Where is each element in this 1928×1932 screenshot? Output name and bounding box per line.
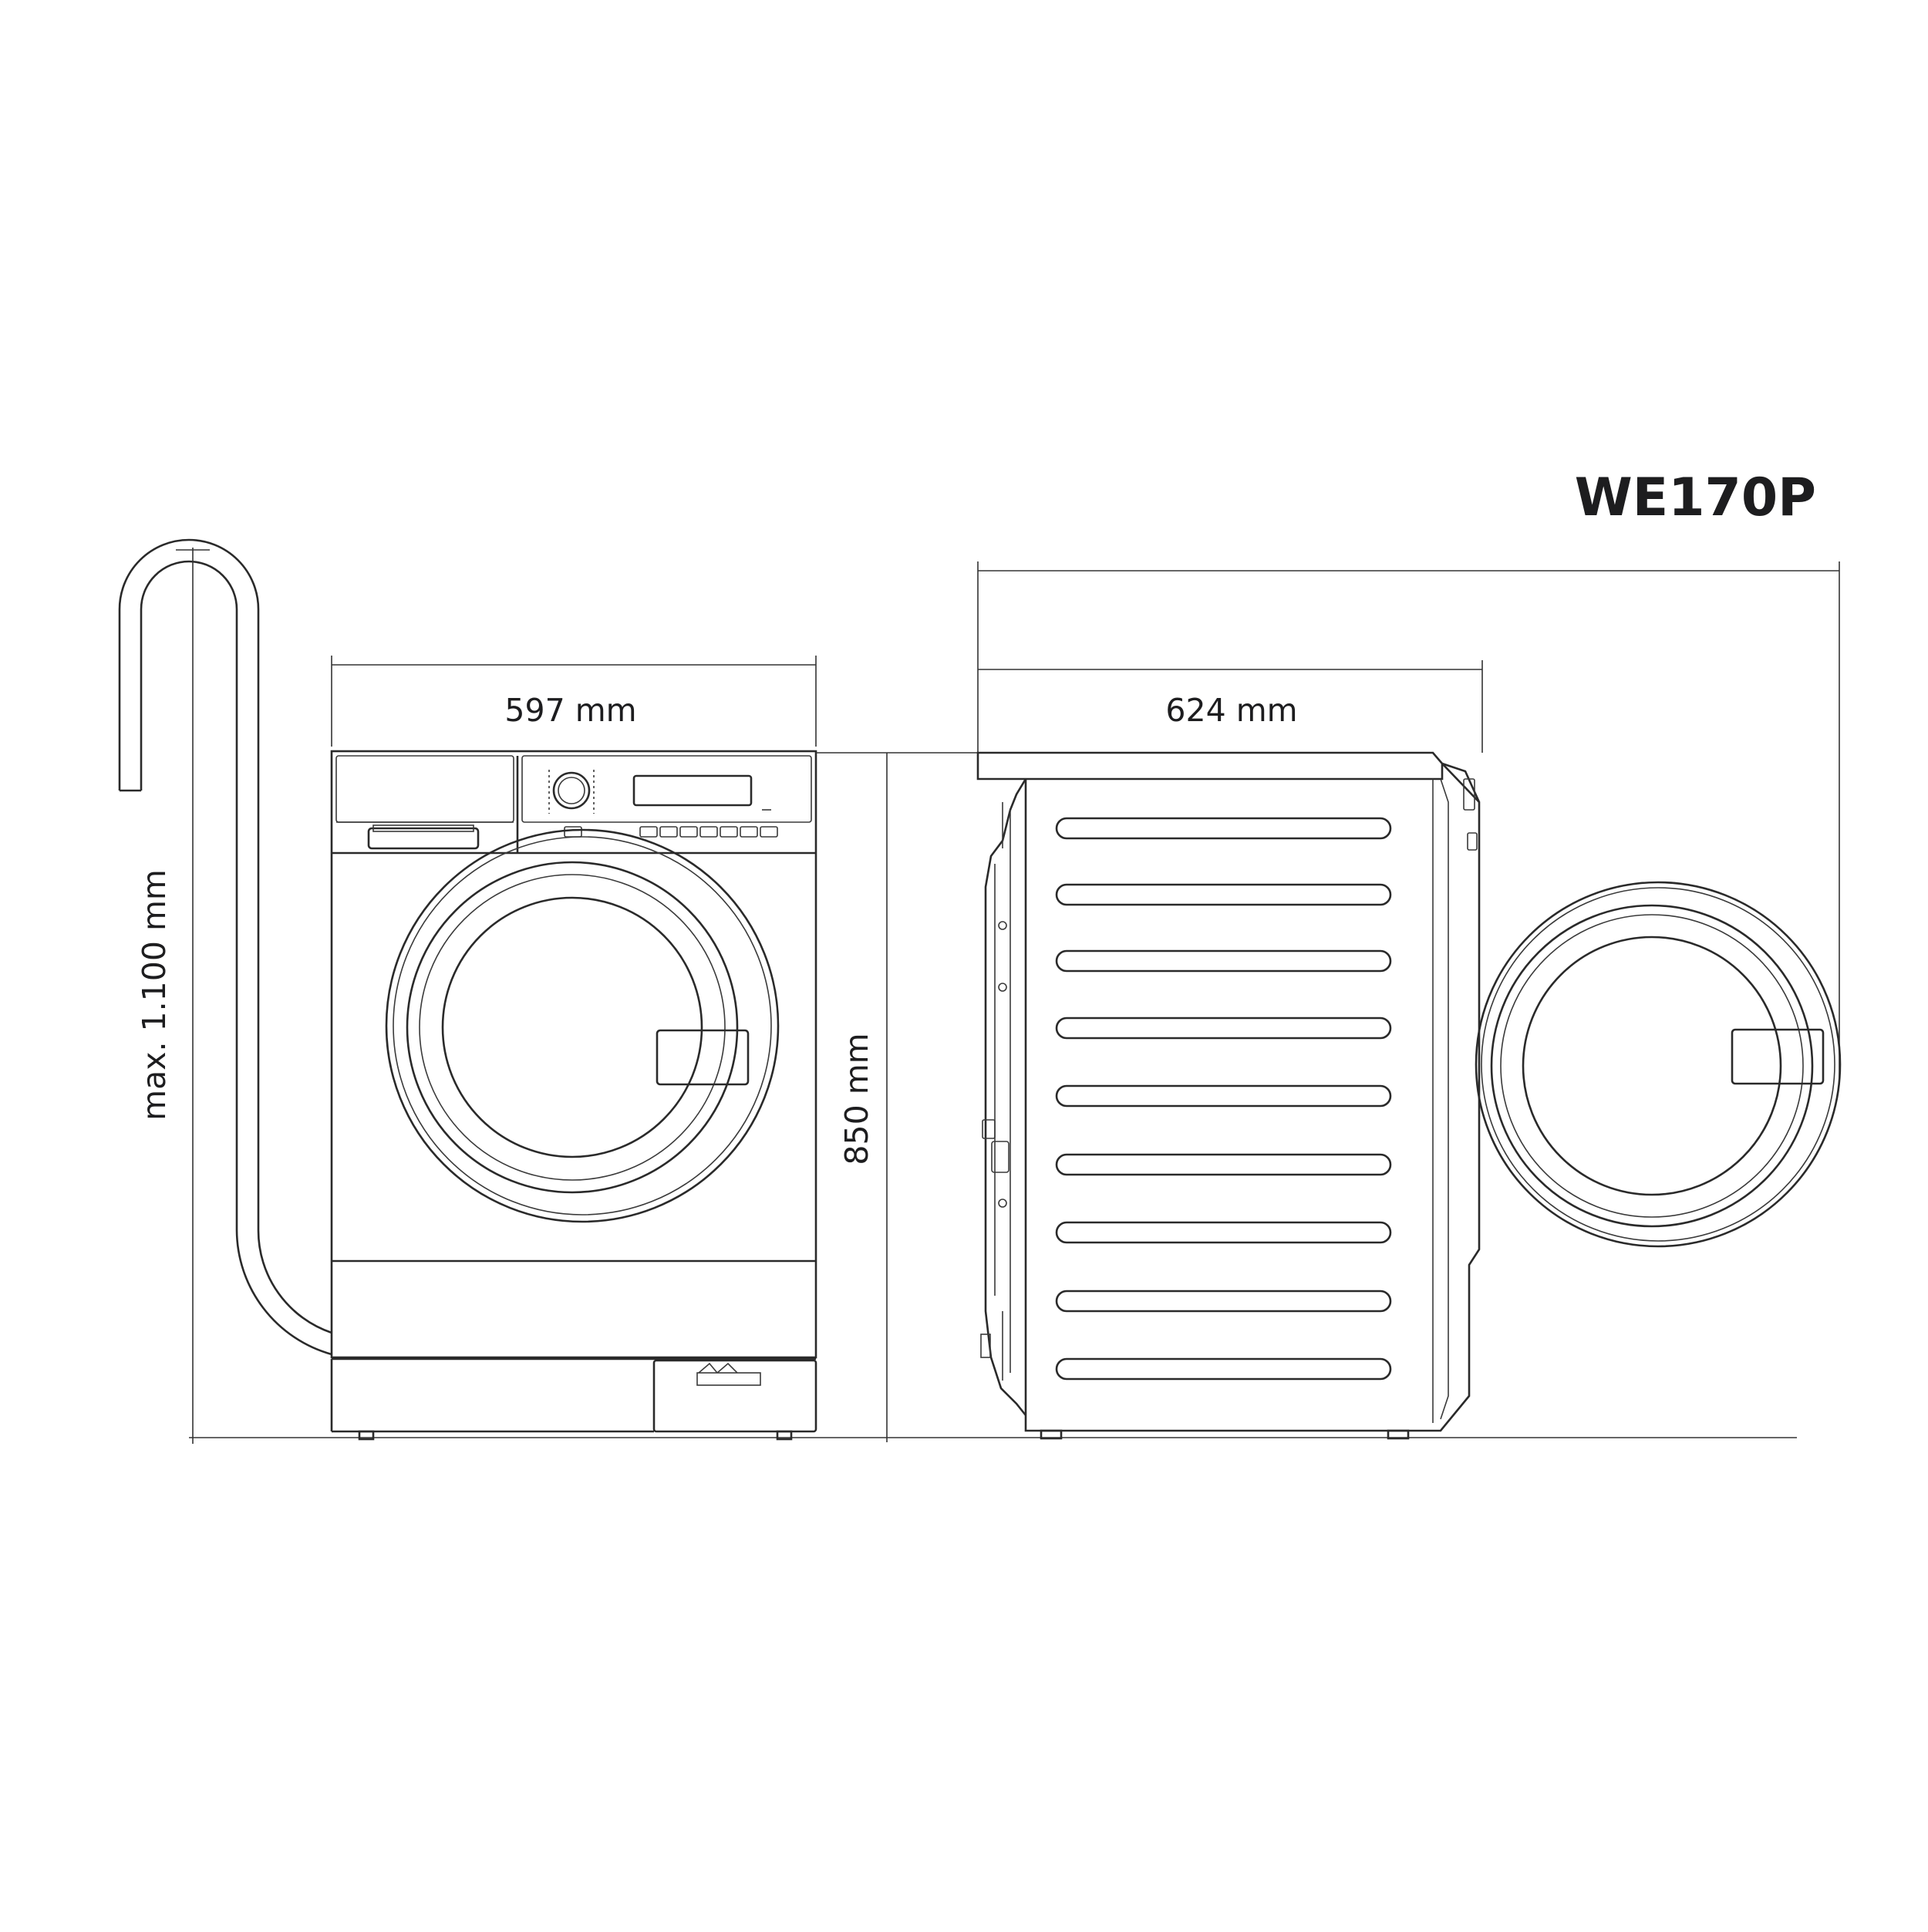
foot (358, 1430, 375, 1441)
side-body (1024, 763, 1481, 1432)
detergent-drawer (367, 827, 480, 850)
foot (1040, 1429, 1063, 1440)
top-cover (976, 751, 1444, 781)
display (632, 774, 753, 807)
drain-hose (118, 538, 332, 1356)
door-open (1475, 881, 1842, 1248)
cabinet-front (330, 750, 817, 1359)
program-knob (552, 771, 591, 810)
height-label: 850 mm (838, 1033, 875, 1165)
front-view (330, 656, 817, 1441)
foot (1387, 1429, 1410, 1440)
foot (776, 1430, 793, 1441)
door-handle (656, 1029, 750, 1086)
width-label: 597 mm (504, 692, 636, 729)
height-dimension (816, 752, 978, 1442)
door-front (385, 828, 780, 1223)
side-ribs (1055, 817, 1392, 1381)
hose-height-dimension (176, 548, 210, 1444)
model-title: WE170P (1575, 467, 1816, 528)
service-hatch (652, 1359, 817, 1433)
side-view (976, 561, 1842, 1440)
hose-height-label: max. 1.100 mm (136, 869, 173, 1121)
depth-label: 624 mm (1165, 692, 1297, 729)
door-handle (1731, 1028, 1825, 1085)
